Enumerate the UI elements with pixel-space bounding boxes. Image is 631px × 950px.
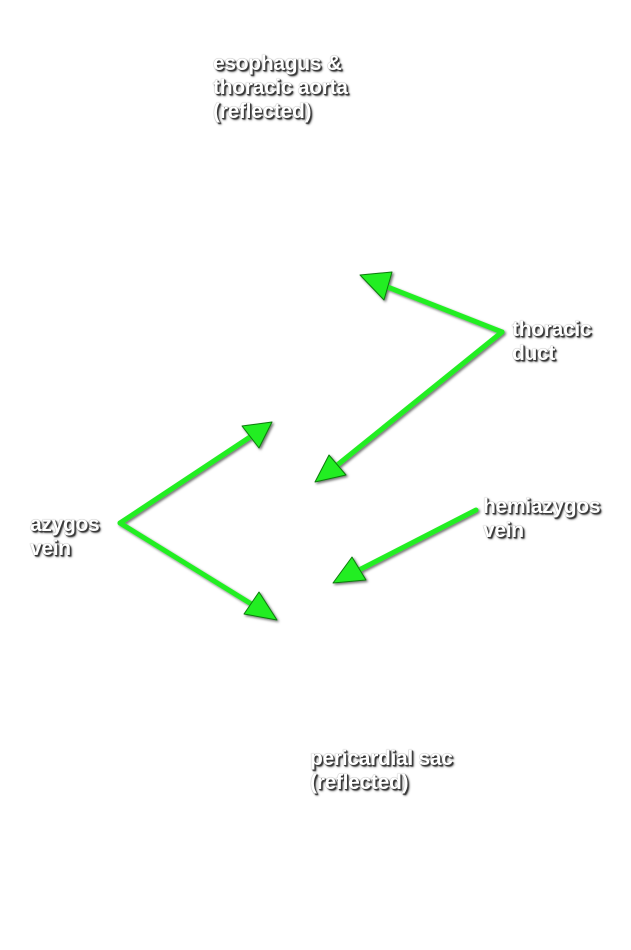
arrow-thoracic-duct-upper bbox=[359, 271, 505, 335]
label-hemiazygos-vein: hemiazygos vein bbox=[483, 495, 601, 542]
arrow-hemiazygos bbox=[332, 507, 479, 584]
arrow-azygos-upper bbox=[117, 421, 273, 526]
label-thoracic-duct: thoracic duct bbox=[512, 318, 592, 365]
arrow-thoracic-duct-lower bbox=[314, 329, 505, 483]
arrow-azygos-lower bbox=[117, 520, 278, 621]
label-pericardial-sac: pericardial sac (reflected) bbox=[310, 747, 453, 794]
label-azygos-vein: azygos vein bbox=[30, 513, 100, 560]
label-esophagus-thoracic-aorta: esophagus & thoracic aorta (reflected) bbox=[213, 52, 348, 123]
